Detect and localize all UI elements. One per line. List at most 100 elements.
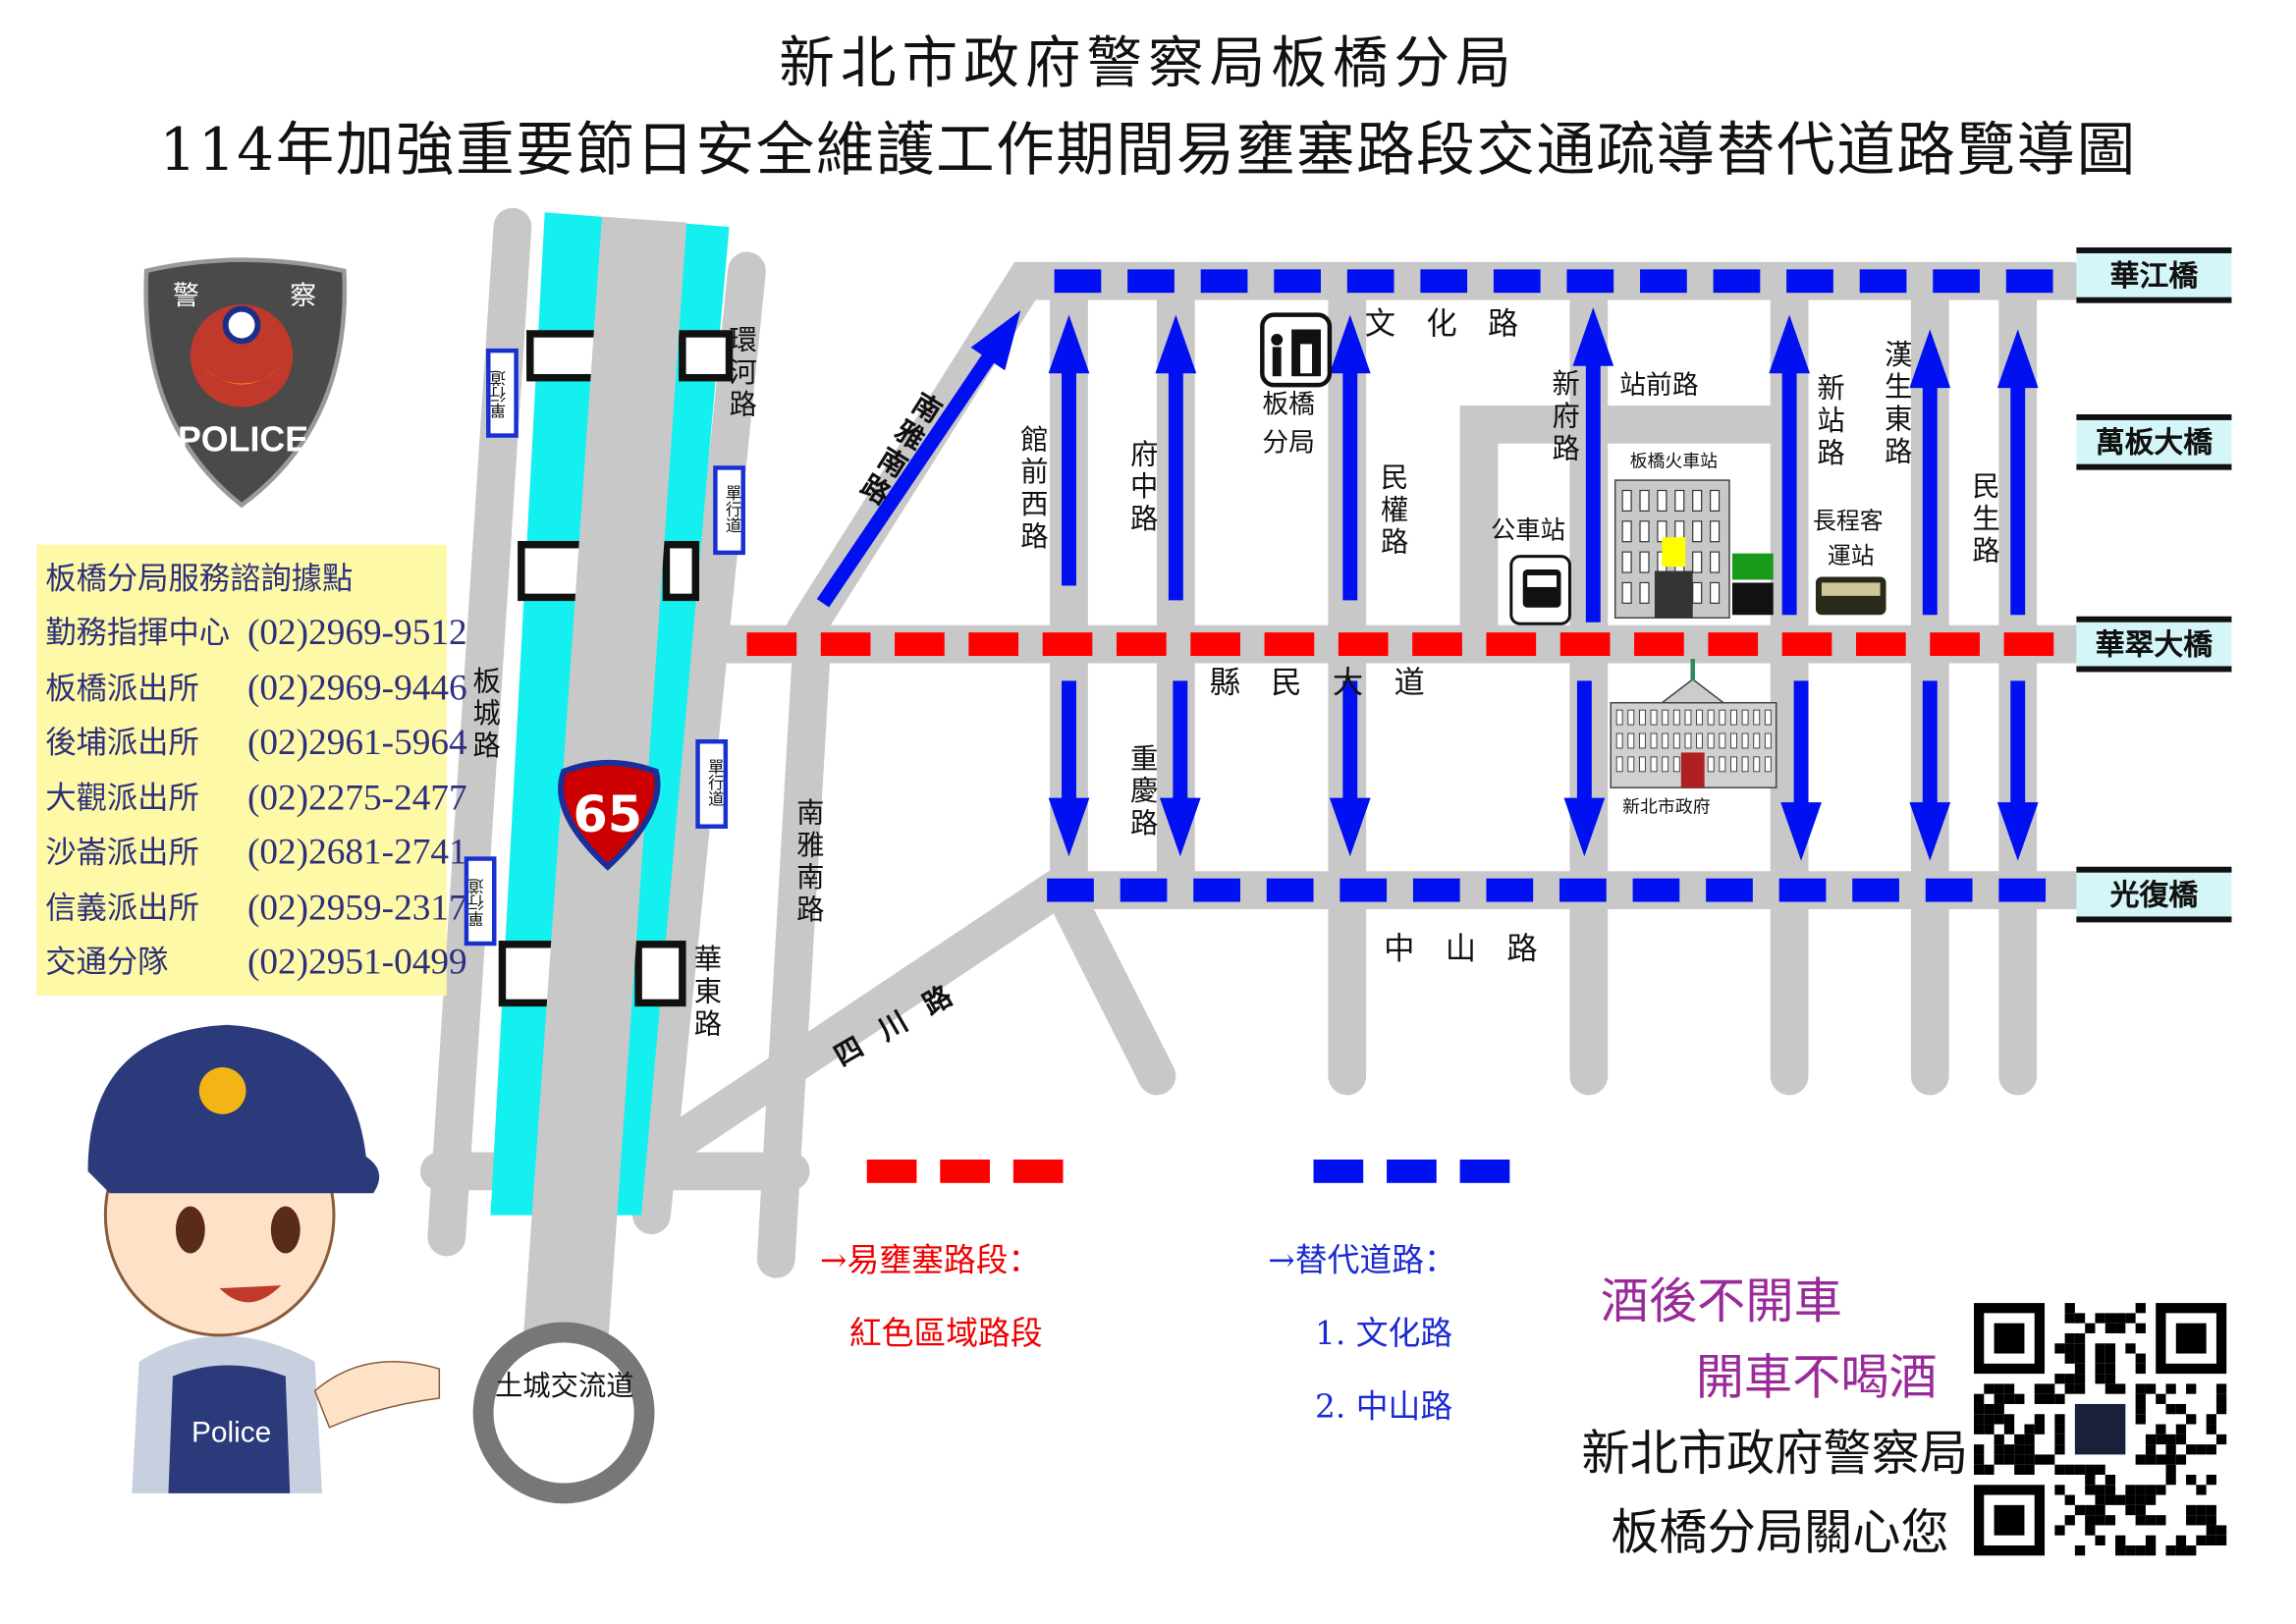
police-badge-logo: 警 察 POLICE [143, 257, 348, 509]
qr-module [2115, 1545, 2126, 1556]
qr-module [2034, 1414, 2046, 1425]
qr-module [2125, 1494, 2136, 1505]
qr-module [2064, 1494, 2075, 1505]
qr-module [2186, 1474, 2197, 1486]
qr-module [2125, 1343, 2136, 1354]
qr-module [2175, 1424, 2187, 1435]
slogan-agency: 新北市政府警察局 [1581, 1424, 1969, 1482]
qr-module [2145, 1515, 2157, 1526]
qr-module [2105, 1353, 2116, 1364]
road-label-fuzhong: 府中路 [1125, 439, 1159, 536]
qr-module [2196, 1504, 2207, 1516]
qr-module [1974, 1424, 1985, 1435]
contact-phone[interactable]: (02)2969-9512 [246, 614, 467, 654]
badge-char-left: 警 [173, 281, 199, 311]
qr-module [1994, 1414, 2004, 1425]
alternate-route-dash [1640, 269, 1687, 294]
alternate-route-dash [1054, 269, 1102, 294]
qr-module [2215, 1383, 2227, 1394]
badge-char-right: 察 [290, 281, 316, 311]
congested-route-dash [895, 632, 945, 657]
contact-phone[interactable]: (02)2969-9446 [246, 669, 467, 709]
qr-module [2024, 1434, 2035, 1445]
direction-arrow-icon [1048, 680, 1090, 857]
contact-row: 板橋派出所(02)2969-9446 [45, 664, 466, 714]
qr-module [2115, 1313, 2126, 1324]
qr-module [2186, 1545, 2197, 1556]
qr-module [2003, 1383, 2015, 1394]
contact-name: 沙崙派出所 [45, 835, 199, 871]
congested-route-dash [1559, 632, 1611, 657]
qr-module [2095, 1313, 2105, 1324]
qr-module [2135, 1363, 2146, 1375]
congested-route-dash [2003, 632, 2054, 657]
qr-module [2085, 1464, 2096, 1475]
alternate-route-dash [1346, 269, 1394, 294]
qr-module [2105, 1515, 2116, 1526]
qr-module [2186, 1383, 2197, 1394]
qr-module [2186, 1504, 2197, 1516]
qr-module [2156, 1454, 2166, 1465]
qr-module [1994, 1383, 2004, 1394]
contact-row: 後埔派出所(02)2961-5964 [45, 719, 466, 769]
road-label-minsheng: 民生路 [1967, 471, 2000, 568]
qr-module [1994, 1454, 2004, 1465]
one-way-sign: 單行道 [695, 739, 729, 829]
qr-module [2024, 1464, 2035, 1475]
qr-module [2014, 1464, 2025, 1475]
congested-route-dash [1855, 632, 1906, 657]
qr-module [2215, 1535, 2227, 1546]
qr-module [2145, 1444, 2157, 1455]
contact-phone[interactable]: (02)2961-5964 [246, 723, 467, 764]
congested-route-dash [1930, 632, 1980, 657]
congested-route-dash [1634, 632, 1684, 657]
qr-module [2054, 1414, 2065, 1425]
qr-module [2105, 1313, 2116, 1324]
qr-module [2156, 1393, 2166, 1404]
contact-name: 大觀派出所 [45, 780, 199, 816]
bridge-label-guangfu: 光復橋 [2076, 866, 2232, 923]
alternate-route-dash [1047, 878, 1094, 902]
qr-module [2105, 1474, 2116, 1486]
qr-module [1974, 1464, 1985, 1475]
qr-module [2034, 1393, 2046, 1404]
qr-module [2064, 1353, 2075, 1364]
qr-module [2074, 1504, 2086, 1516]
road-label-minquan: 民權路 [1376, 462, 1409, 560]
qr-module [2054, 1485, 2065, 1495]
qr-module [1984, 1403, 1995, 1415]
qr-module [2156, 1424, 2166, 1435]
qr-module [2105, 1363, 2116, 1375]
alternate-route-dash [1706, 878, 1753, 902]
qr-module [2095, 1485, 2105, 1495]
qr-module [2024, 1454, 2035, 1465]
qr-module [2095, 1374, 2105, 1384]
qr-module [2165, 1464, 2176, 1475]
qr-module [2165, 1444, 2176, 1455]
one-way-sign: 單行道 [464, 856, 497, 947]
contact-phone[interactable]: (02)2275-2477 [246, 778, 467, 819]
qr-code[interactable] [1974, 1303, 2227, 1556]
direction-arrow-icon [1780, 680, 1822, 861]
police-mascot-illustration: Police [87, 1024, 441, 1493]
contact-phone[interactable]: (02)2959-2317 [246, 888, 467, 928]
contact-phone[interactable]: (02)2681-2741 [246, 833, 467, 874]
qr-module [2135, 1454, 2146, 1465]
qr-module [2135, 1393, 2146, 1404]
precinct-label: 板橋 [1262, 389, 1316, 420]
qr-module [2135, 1545, 2146, 1556]
alternate-route-dash [1412, 878, 1460, 902]
qr-module [2085, 1525, 2096, 1536]
alternate-route-dash [2005, 269, 2053, 294]
legend-alternate-1: 1. 文化路 [1315, 1316, 1453, 1353]
qr-module [2206, 1515, 2216, 1526]
alternate-route-dash [1778, 878, 1827, 902]
contact-name: 信義派出所 [45, 890, 199, 926]
contact-phone[interactable]: (02)2951-0499 [246, 943, 467, 983]
one-way-sign: 單行道 [713, 465, 745, 556]
qr-module [2014, 1393, 2025, 1404]
qr-module [2105, 1485, 2116, 1495]
road-nanya-s [756, 610, 832, 1278]
qr-module [2165, 1545, 2176, 1556]
